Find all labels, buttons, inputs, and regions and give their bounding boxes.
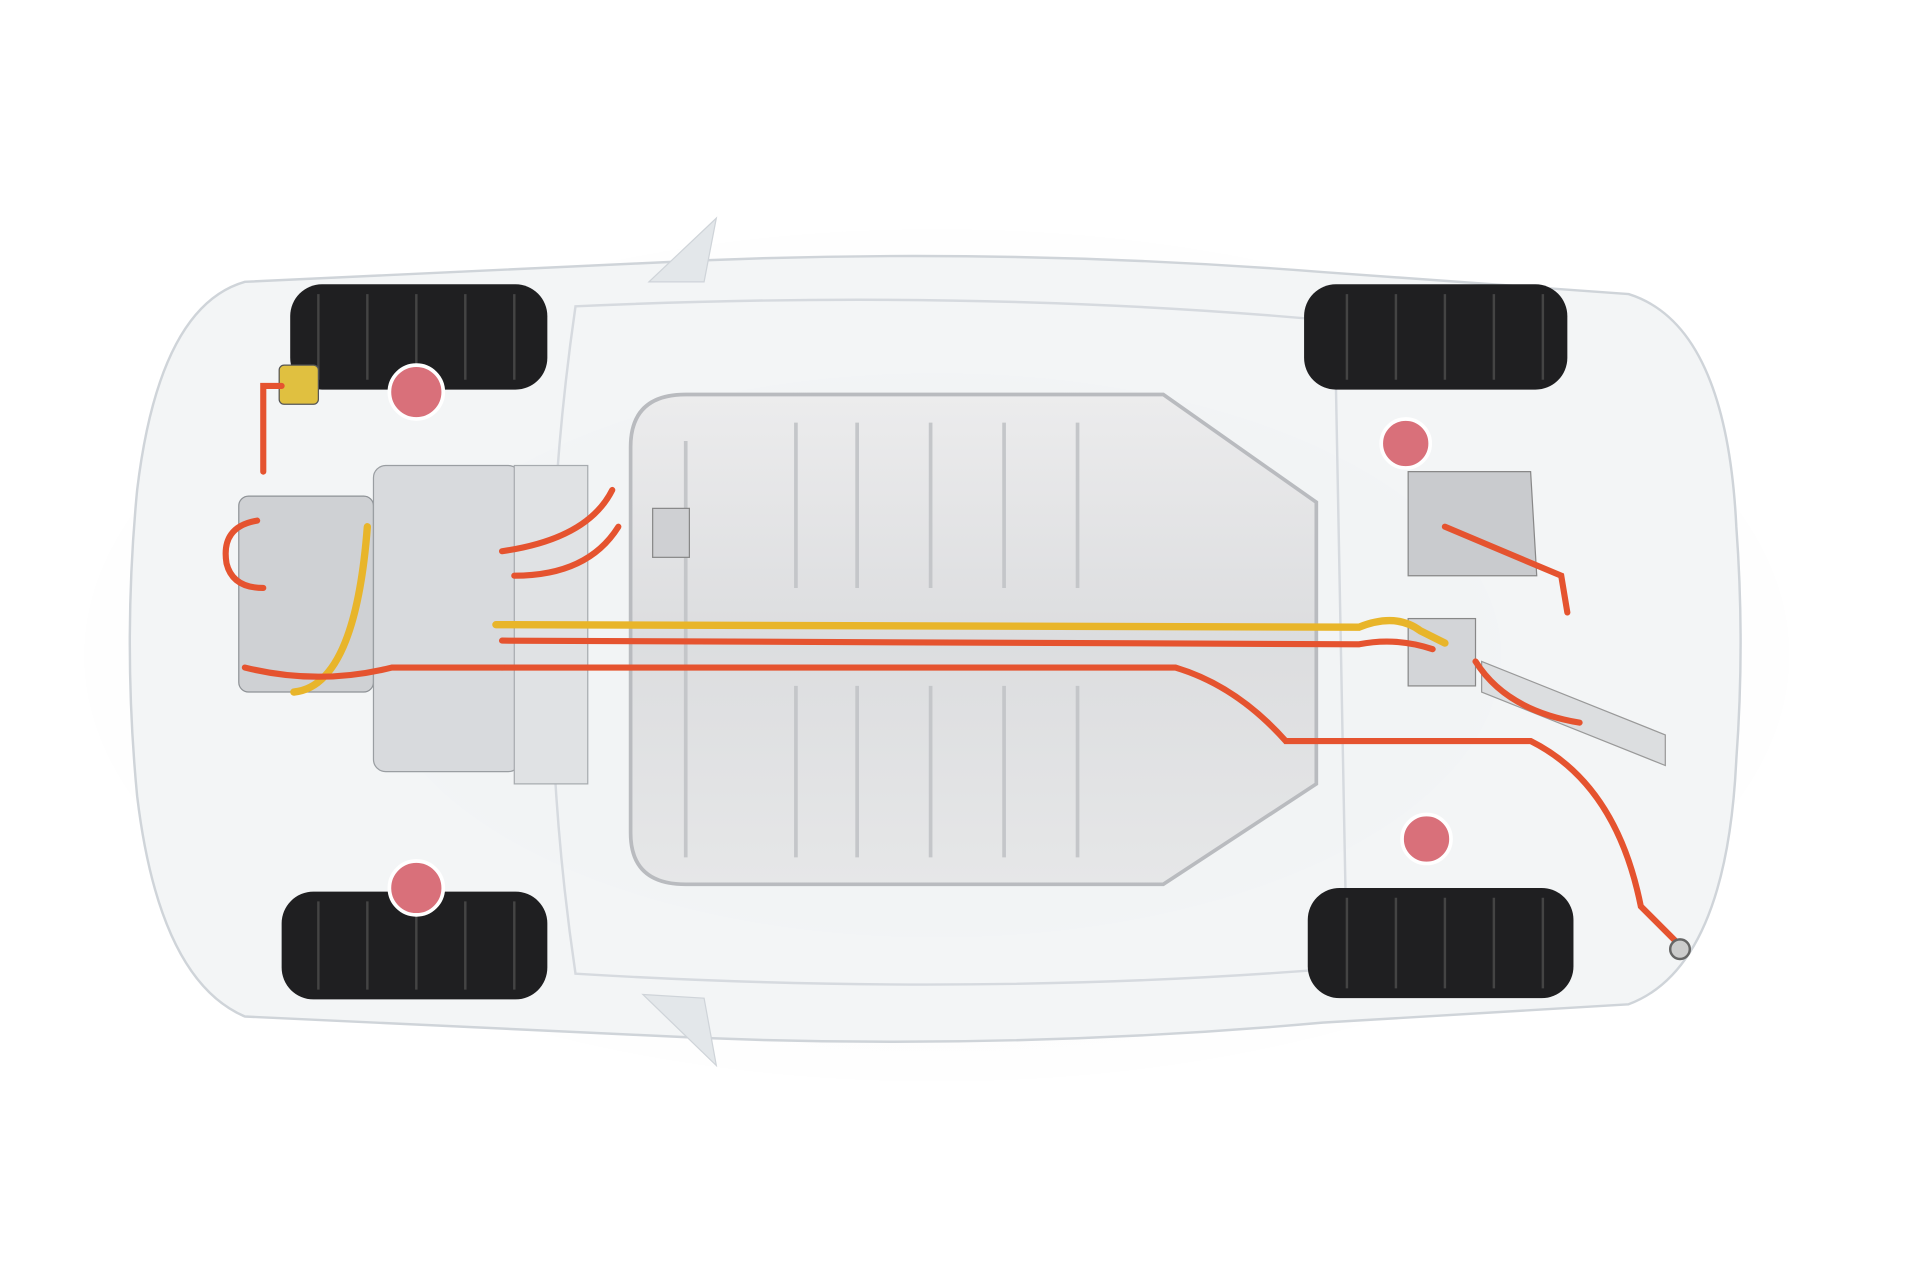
mirror-bottom xyxy=(641,993,718,1068)
battery-connector xyxy=(652,507,690,558)
wheel-front-left xyxy=(290,284,548,390)
wheel-front-right xyxy=(281,891,548,1000)
wheel-rear-right xyxy=(1307,887,1574,999)
charge-port xyxy=(1668,938,1692,961)
wheel-rear-left xyxy=(1304,284,1568,390)
battery-pack xyxy=(628,392,1319,887)
hv-cable-orange xyxy=(222,382,1681,947)
wheel-hubs xyxy=(387,363,1453,917)
lv-cable-yellow xyxy=(290,523,1449,696)
coolant-reservoir xyxy=(278,364,319,405)
mirror-top xyxy=(647,216,718,283)
